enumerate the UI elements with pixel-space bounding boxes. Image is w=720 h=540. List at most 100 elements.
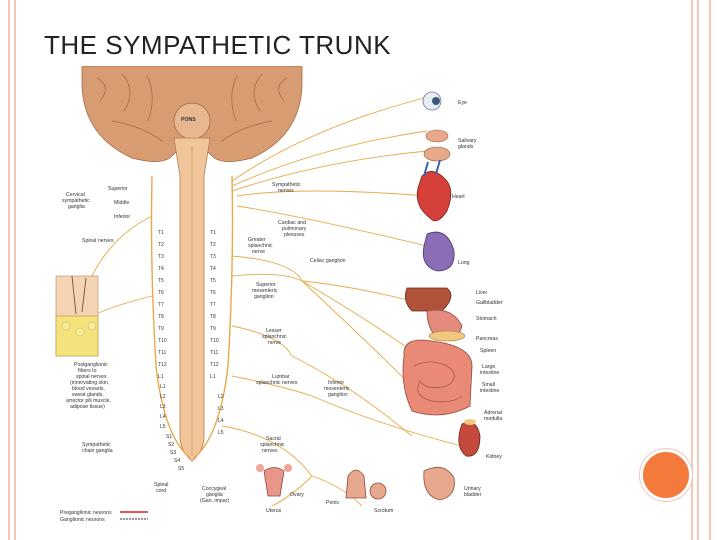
adrenal-label: Adrenal medulla bbox=[484, 410, 502, 422]
svg-text:T2: T2 bbox=[210, 242, 216, 248]
coccygeal-label: Coccygeal ganglia (Gan. impar) bbox=[200, 486, 229, 504]
svg-text:S2: S2 bbox=[168, 442, 174, 448]
svg-text:L3: L3 bbox=[218, 406, 224, 412]
bladder-illustration bbox=[423, 466, 455, 501]
svg-text:L5: L5 bbox=[218, 430, 224, 436]
svg-text:T11: T11 bbox=[158, 350, 166, 356]
svg-text:bladder: bladder bbox=[464, 492, 482, 498]
svg-text:L1: L1 bbox=[160, 384, 166, 390]
lesser-splanchnic-label: Lesser splanchnic nerve bbox=[262, 328, 287, 346]
svg-text:L3: L3 bbox=[160, 404, 166, 410]
svg-text:Sacral: Sacral bbox=[266, 436, 281, 442]
svg-text:fibers to: fibers to bbox=[78, 368, 97, 374]
svg-text:L5: L5 bbox=[160, 424, 166, 430]
brain-illustration bbox=[81, 66, 303, 162]
svg-text:cord: cord bbox=[156, 488, 166, 494]
svg-text:splanchnic: splanchnic bbox=[262, 334, 287, 340]
label-spinal-nerves: Spinal nerves bbox=[82, 238, 114, 244]
svg-text:chain ganglia: chain ganglia bbox=[82, 448, 113, 454]
spinal-cord-label: Spinal cord bbox=[154, 482, 168, 494]
svg-text:pulmonary: pulmonary bbox=[282, 226, 307, 232]
svg-text:arrector pili muscle,: arrector pili muscle, bbox=[66, 398, 111, 404]
heart-label: Heart bbox=[452, 194, 465, 200]
salivary-glands-illustration bbox=[423, 129, 451, 162]
svg-text:blood vessels,: blood vessels, bbox=[72, 386, 105, 392]
lung-label: Lung bbox=[458, 260, 470, 266]
penis-label: Penis bbox=[326, 500, 339, 506]
reproductive-illustration bbox=[256, 464, 387, 500]
svg-text:adipose tissue): adipose tissue) bbox=[70, 404, 105, 410]
liver-label: Liver bbox=[476, 290, 488, 296]
svg-text:intestine: intestine bbox=[480, 388, 499, 394]
slide-title: THE SYMPATHETIC TRUNK bbox=[44, 30, 392, 60]
skin-cross-section bbox=[55, 275, 99, 357]
svg-text:splanchnic: splanchnic bbox=[248, 243, 273, 249]
nerve-fibers bbox=[91, 95, 463, 507]
svg-text:nerves: nerves bbox=[278, 188, 294, 194]
svg-text:Greater: Greater bbox=[248, 237, 266, 243]
svg-text:medulla: medulla bbox=[484, 416, 502, 422]
svg-text:Inferior: Inferior bbox=[328, 380, 344, 386]
vertebral-labels-lower-inner: L1 L2 L3 L4 L5 S1 S2 S3 S4 S5 bbox=[160, 384, 184, 472]
svg-text:splanchnic: splanchnic bbox=[260, 442, 285, 448]
label-middle: Middle bbox=[114, 200, 129, 206]
eye-label: Eye bbox=[458, 100, 467, 106]
uterus-label: Uterus bbox=[266, 508, 282, 514]
stomach-label: Stomach bbox=[476, 316, 497, 322]
svg-text:Urinary: Urinary bbox=[464, 486, 481, 492]
vertebral-labels-left: T1 T2 T3 T4 T5 T6 T7 T8 T9 T10 T11 T12 L… bbox=[158, 230, 167, 380]
svg-text:S3: S3 bbox=[170, 450, 176, 456]
svg-text:L2: L2 bbox=[218, 394, 224, 400]
sympathetic-nerves-label: Sympathetic nerves bbox=[272, 182, 301, 194]
svg-text:spinal nerves: spinal nerves bbox=[76, 374, 107, 380]
svg-text:Lesser: Lesser bbox=[266, 328, 282, 334]
svg-text:L1: L1 bbox=[158, 374, 164, 380]
superior-mesenteric-label: Superior mesenteric ganglion bbox=[252, 282, 278, 300]
salivary-label: Salivary glands bbox=[458, 138, 477, 150]
spleen-label: Spleen bbox=[480, 348, 496, 354]
greater-splanchnic-label: Greater splanchnic nerve bbox=[248, 237, 273, 255]
postganglionic-label: Postganglionic fibers to spinal nerves (… bbox=[66, 362, 111, 410]
svg-text:Spinal: Spinal bbox=[154, 482, 168, 488]
svg-text:T4: T4 bbox=[158, 266, 164, 272]
svg-text:L4: L4 bbox=[160, 414, 166, 420]
svg-text:plexuses: plexuses bbox=[284, 232, 305, 238]
svg-text:Lumbar: Lumbar bbox=[272, 374, 290, 380]
label-inferior: Inferior bbox=[114, 214, 130, 220]
svg-text:Salivary: Salivary bbox=[458, 138, 477, 144]
kidney-label: Kidney bbox=[486, 454, 502, 460]
sympathetic-chains bbox=[150, 175, 234, 459]
scrotum-label: Scrotum bbox=[374, 508, 393, 514]
liver-stomach-illustration bbox=[404, 287, 466, 342]
svg-text:T4: T4 bbox=[210, 266, 216, 272]
figure-legend: Preganglionic neurons Ganglionic neurons bbox=[60, 510, 148, 523]
inferior-mesenteric-label: Inferior mesenteric ganglion bbox=[324, 380, 350, 398]
svg-text:nerve: nerve bbox=[268, 340, 281, 346]
svg-text:T9: T9 bbox=[210, 326, 216, 332]
lumbar-splanchnic-label: Lumbar splanchnic nerves bbox=[256, 374, 298, 386]
large-intestine-label: Large intestine bbox=[480, 364, 499, 376]
svg-text:T9: T9 bbox=[158, 326, 164, 332]
svg-text:S1: S1 bbox=[166, 434, 172, 440]
svg-text:mesenteric: mesenteric bbox=[324, 386, 350, 392]
heart-illustration bbox=[416, 159, 452, 222]
svg-text:(innervating skin,: (innervating skin, bbox=[70, 380, 109, 386]
svg-text:Cardiac and: Cardiac and bbox=[278, 220, 306, 226]
svg-text:T12: T12 bbox=[210, 362, 219, 368]
vertebral-labels-right: T1 T2 T3 T4 T5 T6 T7 T8 T9 T10 T11 T12 L… bbox=[210, 230, 224, 436]
label-cervical-2: sympathetic bbox=[62, 198, 90, 204]
svg-text:S5: S5 bbox=[178, 466, 184, 472]
cardiac-pulmonary-label: Cardiac and pulmonary plexuses bbox=[278, 220, 307, 238]
svg-text:T8: T8 bbox=[210, 314, 216, 320]
eye-illustration bbox=[422, 91, 442, 111]
left-border-decoration bbox=[0, 0, 16, 540]
kidney-illustration bbox=[458, 419, 481, 457]
svg-text:L1: L1 bbox=[210, 374, 216, 380]
lung-illustration bbox=[422, 231, 455, 272]
pancreas-label: Pancreas bbox=[476, 336, 498, 342]
urinary-bladder-label: Urinary bladder bbox=[464, 486, 482, 498]
label-superior: Superior bbox=[108, 186, 128, 192]
svg-text:T8: T8 bbox=[158, 314, 164, 320]
svg-text:mesenteric: mesenteric bbox=[252, 288, 278, 294]
svg-text:ganglion: ganglion bbox=[254, 294, 274, 300]
